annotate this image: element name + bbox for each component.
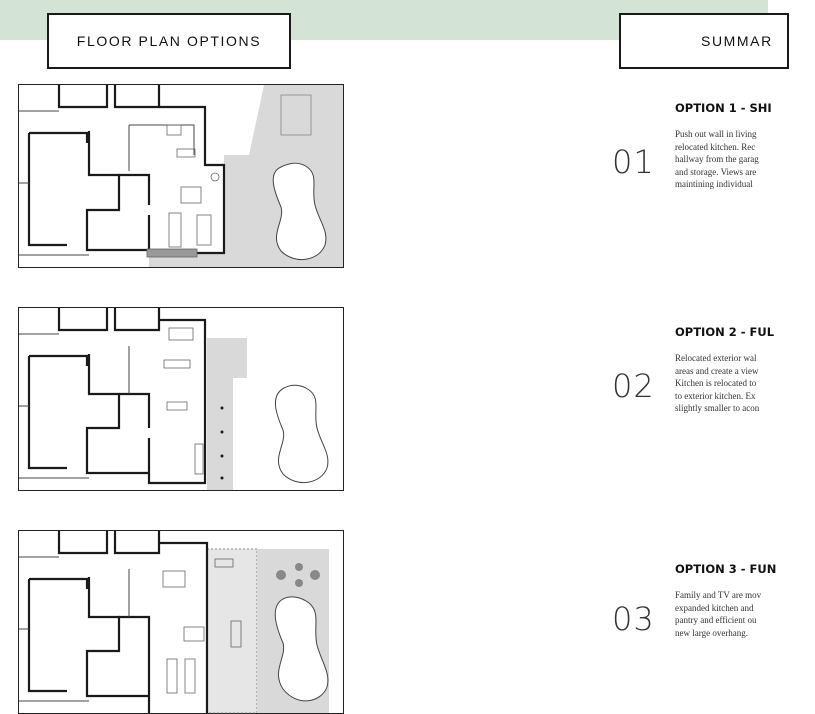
option-title: OPTION 1 - SHI [675, 101, 772, 115]
option-title: OPTION 3 - FUN [675, 562, 777, 576]
option-number: 03 [612, 600, 655, 638]
option-number: 01 [612, 143, 655, 181]
summary-heading: SUMMAR [619, 13, 789, 69]
floor-plan-drawing [19, 85, 343, 267]
floor-plan-option-1 [18, 84, 344, 268]
floor-plan-drawing [19, 308, 329, 490]
floor-plan-options-heading: FLOOR PLAN OPTIONS [47, 13, 291, 69]
floor-plan-option-2 [18, 307, 344, 491]
floor-plan-option-3 [18, 530, 344, 714]
floor-plan-drawing [19, 531, 329, 714]
option-number: 02 [612, 367, 655, 405]
option-title: OPTION 2 - FUL [675, 325, 775, 339]
